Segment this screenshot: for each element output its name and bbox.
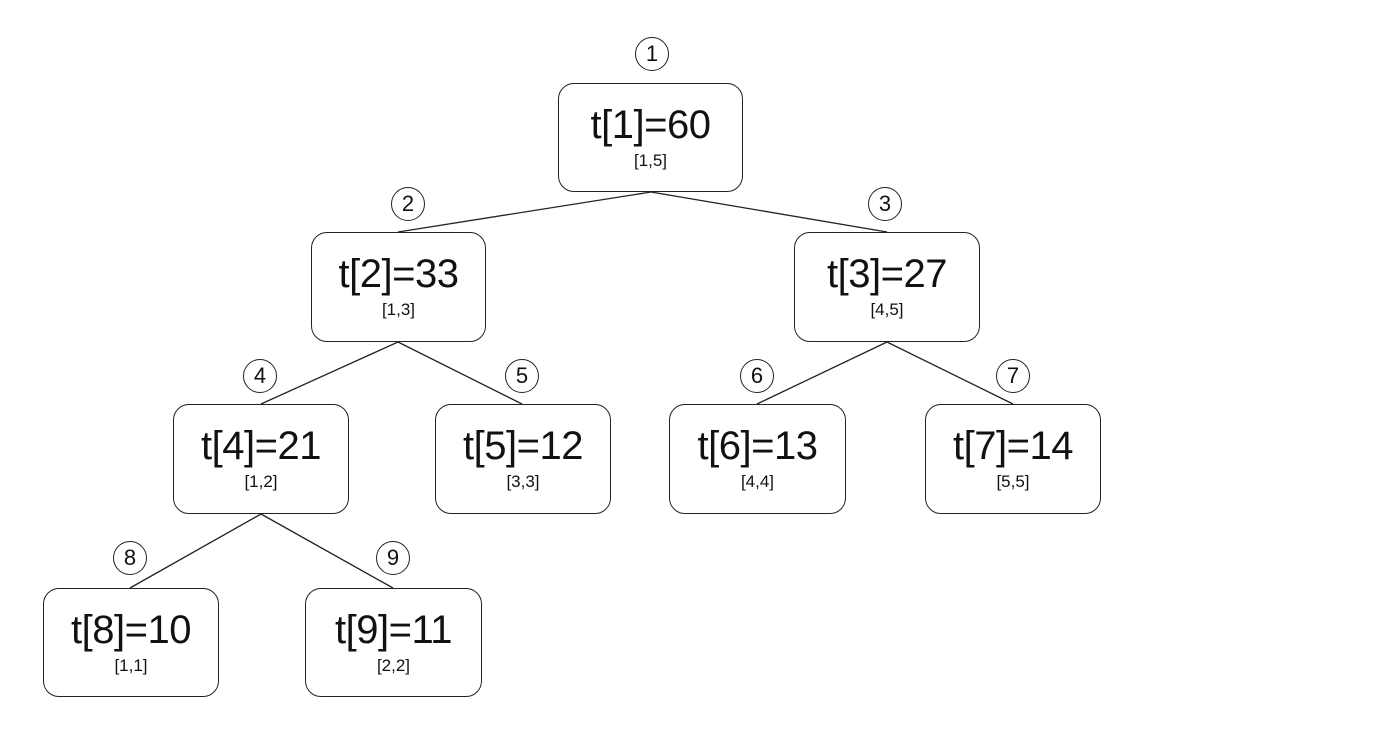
edge-2-5	[397, 341, 523, 405]
node-range-label: [2,2]	[376, 656, 411, 675]
edge-4-9	[260, 513, 394, 589]
tree-node-9: t[9]=11 [2,2]	[305, 588, 482, 697]
node-value-label: t[7]=14	[953, 424, 1073, 468]
node-index-badge: 7	[996, 359, 1030, 393]
tree-node-8: t[8]=10 [1,1]	[43, 588, 219, 697]
tree-node-2: t[2]=33 [1,3]	[311, 232, 486, 342]
node-value-label: t[5]=12	[463, 424, 583, 468]
node-value-label: t[9]=11	[335, 608, 452, 652]
tree-node-6: t[6]=13 [4,4]	[669, 404, 846, 514]
node-index-badge: 3	[868, 187, 902, 221]
tree-node-3: t[3]=27 [4,5]	[794, 232, 980, 342]
tree-node-5: t[5]=12 [3,3]	[435, 404, 611, 514]
node-index-badge: 4	[243, 359, 277, 393]
node-index-badge: 6	[740, 359, 774, 393]
tree-node-7: t[7]=14 [5,5]	[925, 404, 1101, 514]
node-index-badge: 5	[505, 359, 539, 393]
edge-3-7	[886, 341, 1014, 405]
node-value-label: t[6]=13	[697, 424, 818, 468]
node-value-label: t[4]=21	[201, 424, 321, 468]
node-index-badge: 1	[635, 37, 669, 71]
node-index-badge: 8	[113, 541, 147, 575]
node-range-label: [1,3]	[381, 300, 416, 319]
tree-node-4: t[4]=21 [1,2]	[173, 404, 349, 514]
edge-1-2	[397, 191, 652, 233]
node-range-label: [1,1]	[114, 656, 148, 675]
node-range-label: [3,3]	[506, 472, 540, 491]
node-value-label: t[8]=10	[71, 608, 191, 652]
node-range-label: [5,5]	[996, 472, 1030, 491]
node-range-label: [4,5]	[870, 300, 904, 319]
edge-4-8	[129, 513, 262, 589]
node-index-badge: 9	[376, 541, 410, 575]
edge-1-3	[650, 191, 888, 233]
edge-3-6	[756, 341, 888, 405]
edge-2-4	[260, 341, 399, 405]
node-value-label: t[2]=33	[338, 252, 459, 296]
node-value-label: t[3]=27	[827, 252, 947, 296]
node-range-label: [1,2]	[244, 472, 278, 491]
node-value-label: t[1]=60	[590, 103, 711, 147]
node-range-label: [4,4]	[740, 472, 775, 491]
node-index-badge: 2	[391, 187, 425, 221]
tree-node-1: t[1]=60 [1,5]	[558, 83, 743, 192]
node-range-label: [1,5]	[633, 151, 668, 170]
